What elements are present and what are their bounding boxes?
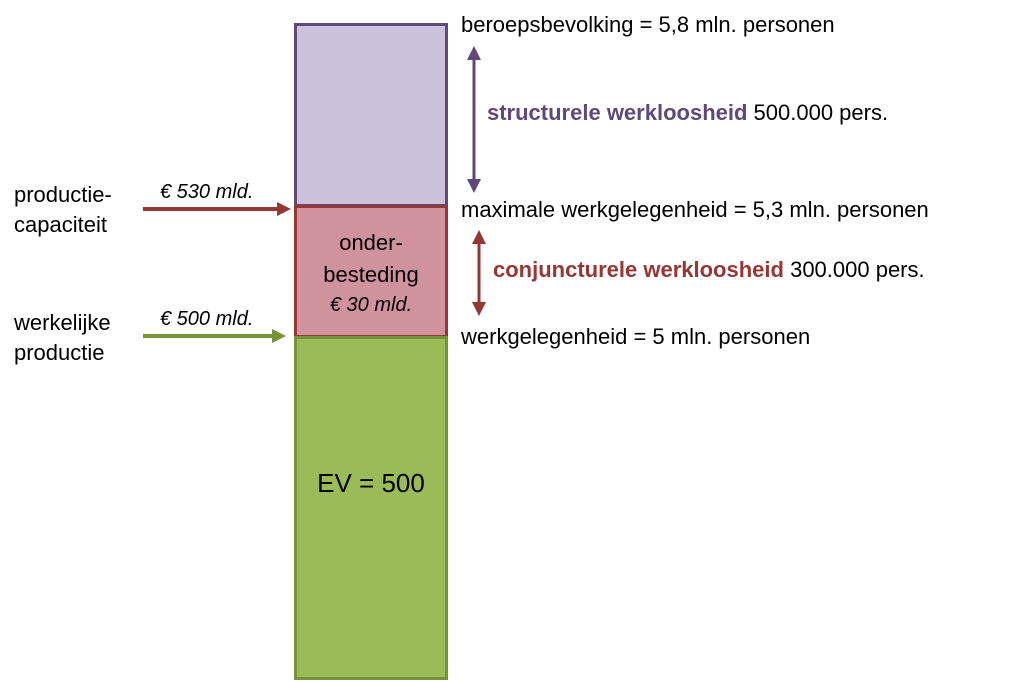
production-value: € 500 mld. (160, 308, 254, 330)
capacity-arrow (143, 202, 291, 216)
effective-demand-block (294, 336, 448, 680)
structural-unemployment-value: 500.000 pers. (753, 100, 889, 125)
cyclical-unemployment-value: 300.000 pers. (790, 257, 925, 282)
effective-demand-label: EV = 500 (317, 468, 425, 498)
structural-unemployment-name: structurele werkloosheid (487, 100, 748, 125)
capacity-label-line1: productie- (14, 182, 112, 207)
production-label-line2: productie (14, 340, 105, 365)
cyclical-double-arrow (472, 230, 486, 316)
max-employment-label: maximale werkgelegenheid = 5,3 mln. pers… (461, 197, 929, 222)
employment-label: werkgelegenheid = 5 mln. personen (461, 324, 811, 349)
production-arrow (143, 329, 286, 343)
structural-double-arrow (467, 46, 481, 193)
labor-force-label: beroepsbevolking = 5,8 mln. personen (461, 12, 835, 37)
underspending-value: € 30 mld. (329, 294, 413, 316)
structural-unemployment-label: structurele werkloosheid 500.000 pers. (487, 100, 888, 126)
underspending-label-line2: besteding (323, 262, 419, 287)
cyclical-unemployment-name: conjuncturele werkloosheid (493, 257, 784, 282)
production-label-line1: werkelijke (14, 310, 111, 335)
cyclical-unemployment-label: conjuncturele werkloosheid 300.000 pers. (493, 257, 925, 283)
underspending-label-line1: onder- (339, 230, 403, 255)
underspending-block (294, 205, 448, 338)
capacity-value: € 530 mld. (160, 181, 254, 203)
structural-unemployment-block (294, 23, 448, 207)
capacity-label-line2: capaciteit (14, 212, 107, 237)
